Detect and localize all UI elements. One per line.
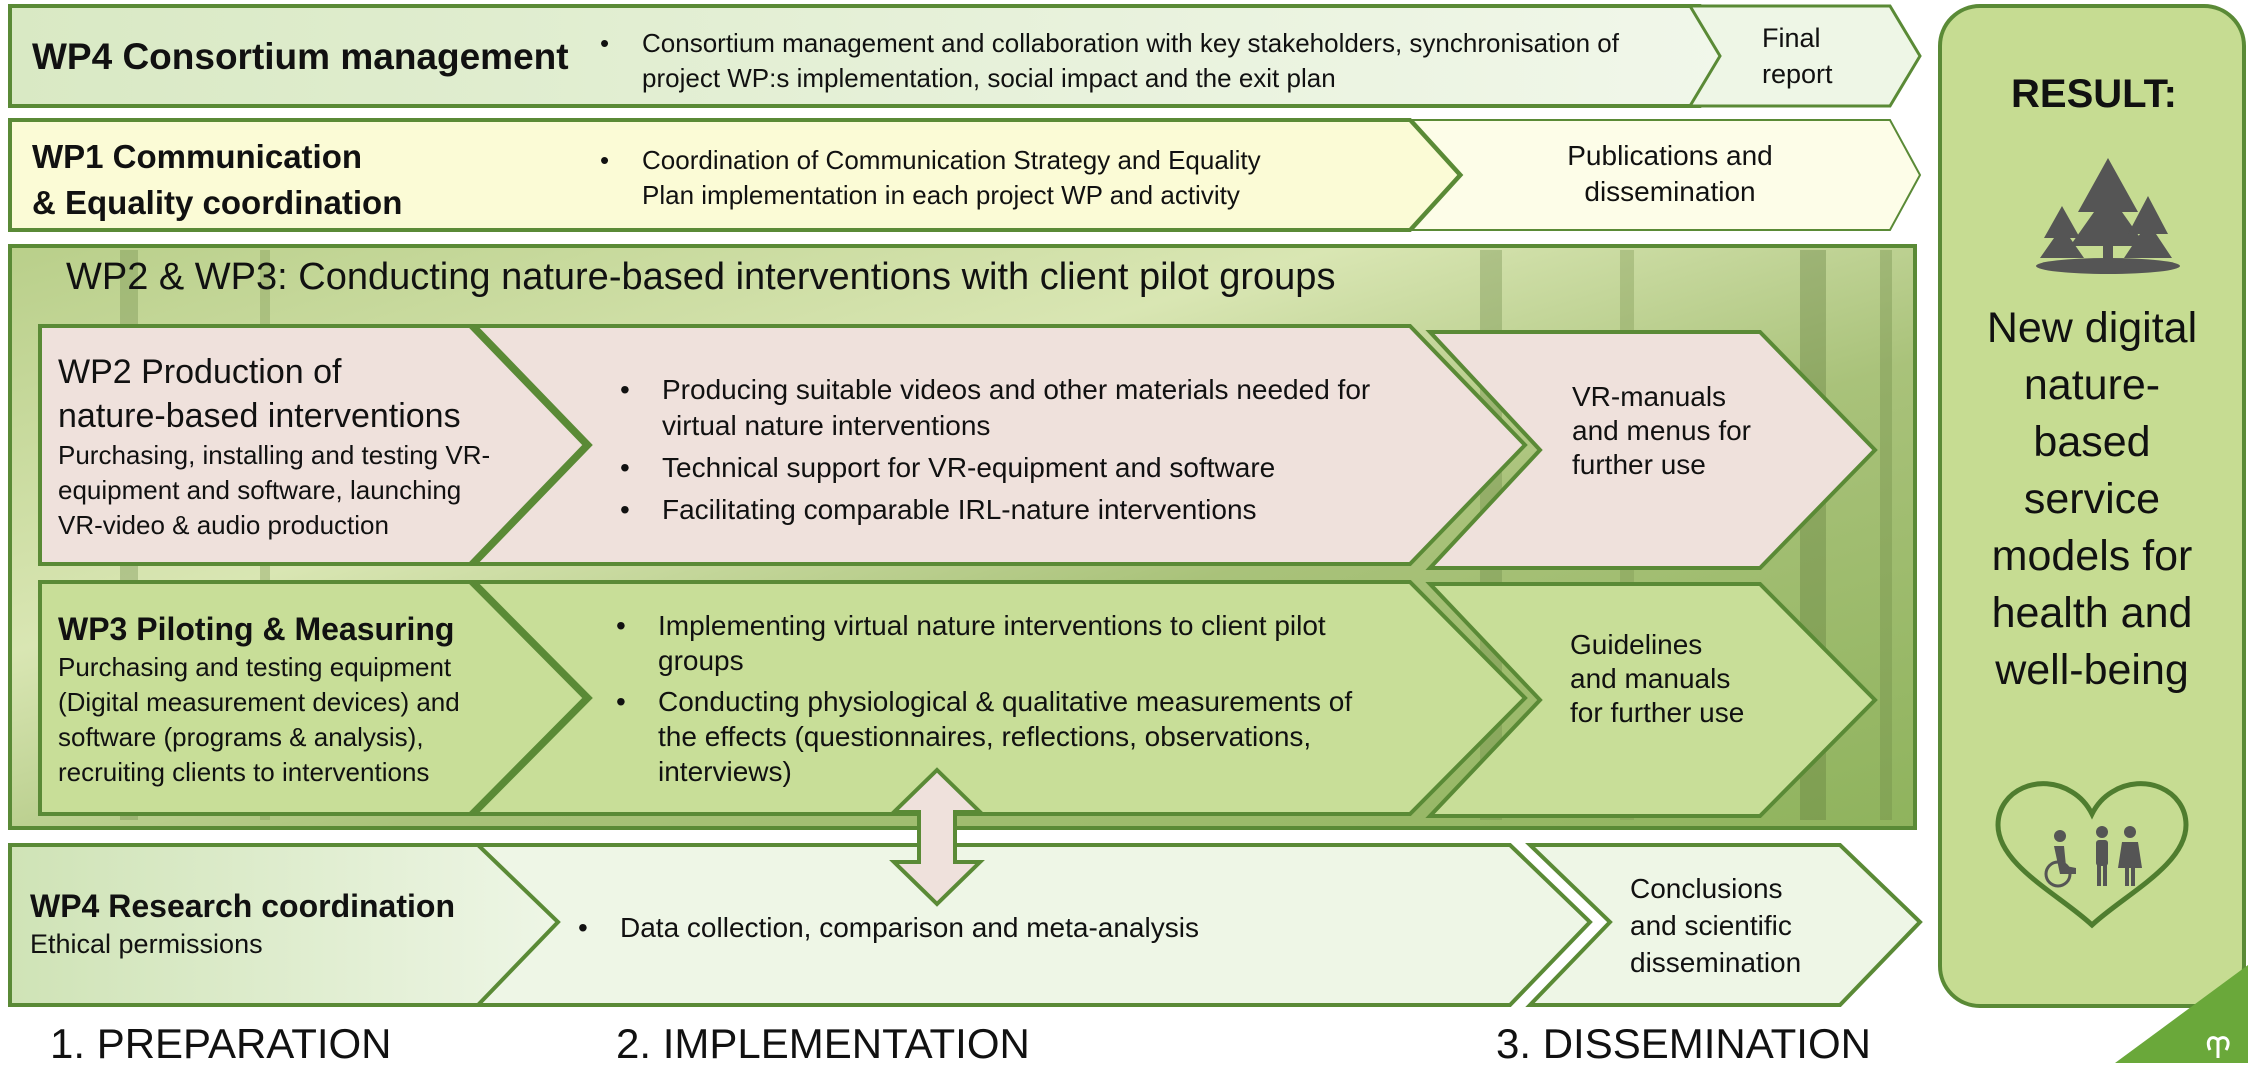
wp3-output-arrow — [1425, 582, 1878, 818]
wp1-title: WP1 Communication & Equality coordinatio… — [32, 134, 402, 226]
final-report-arrow — [1687, 4, 1922, 108]
wp2-description: Purchasing, installing and testing VR-eq… — [58, 440, 491, 540]
wp2-title-line1: WP2 Production of — [58, 353, 342, 391]
wp1-bullet: Coordination of Communication Strategy a… — [600, 143, 1300, 213]
final-report-label: Final report — [1762, 23, 1833, 89]
wp3-title: WP3 Piloting & Measuring — [58, 611, 455, 647]
wp4-research-output-arrow — [1525, 843, 1923, 1007]
double-arrow — [889, 767, 985, 907]
wp3-output-label: Guidelines and manuals for further use — [1570, 629, 1745, 728]
wp2-bullet-1: Producing suitable videos and other mate… — [620, 372, 1380, 444]
wp4-consortium-bullets: Consortium management and collaboration … — [600, 26, 1630, 96]
wp4-research-description: Ethical permissions — [30, 929, 263, 959]
result-text: New digital nature-based service models … — [1986, 304, 2198, 694]
wp2-bullet-3: Facilitating comparable IRL-nature inter… — [620, 492, 1380, 528]
wp1-bullets: Coordination of Communication Strategy a… — [600, 143, 1300, 213]
wp3-bullets: Implementing virtual nature intervention… — [616, 608, 1396, 789]
phase-implementation: 2. IMPLEMENTATION — [616, 1020, 1030, 1067]
wp3-bullet-1: Implementing virtual nature intervention… — [616, 608, 1396, 678]
wp4-research-left-text: WP4 Research coordination Ethical permis… — [30, 886, 490, 962]
wp1-title-line2: & Equality coordination — [32, 184, 403, 221]
wp2-left-arrow — [38, 324, 588, 566]
wp2-title-line2: nature-based interventions — [58, 397, 461, 435]
wp3-left-text: WP3 Piloting & Measuring Purchasing and … — [58, 608, 508, 790]
wp3-left-arrow — [38, 580, 588, 816]
wp4-research-title: WP4 Research coordination — [30, 888, 455, 924]
wp3-bullet-2: Conducting physiological & qualitative m… — [616, 684, 1396, 789]
wp2-output-arrow — [1425, 330, 1878, 570]
wp2-left-text: WP2 Production of nature-based intervent… — [58, 350, 508, 543]
publications-label: Publications and dissemination — [1567, 140, 1773, 207]
wp4-consortium-bullet: Consortium management and collaboration … — [600, 26, 1630, 96]
publications-arrow — [1409, 119, 1922, 231]
heart-people-icon — [1995, 781, 2189, 929]
wp4-consortium-title: WP4 Consortium management — [32, 36, 569, 77]
wp4-research-bullet: Data collection, comparison and meta-ana… — [578, 910, 1378, 946]
result-heading: RESULT: — [2011, 72, 2177, 116]
forest-section-title: WP2 & WP3: Conducting nature-based inter… — [66, 256, 1336, 298]
wp2-bullets: Producing suitable videos and other mate… — [620, 372, 1380, 528]
wp1-title-line1: WP1 Communication — [32, 138, 363, 175]
wp4-research-output-label: Conclusions and scientific dissemination — [1630, 873, 1802, 978]
phase-preparation: 1. PREPARATION — [50, 1020, 392, 1067]
wp2-bullet-2: Technical support for VR-equipment and s… — [620, 450, 1380, 486]
trees-icon — [2036, 158, 2180, 274]
wp3-description: Purchasing and testing equipment (Digita… — [58, 652, 460, 787]
wp2-output-label: VR-manuals and menus for further use — [1572, 381, 1751, 480]
corner-logo-icon — [2206, 1036, 2230, 1058]
wp4-research-bullets: Data collection, comparison and meta-ana… — [578, 910, 1378, 946]
phase-dissemination: 3. DISSEMINATION — [1496, 1020, 1871, 1067]
